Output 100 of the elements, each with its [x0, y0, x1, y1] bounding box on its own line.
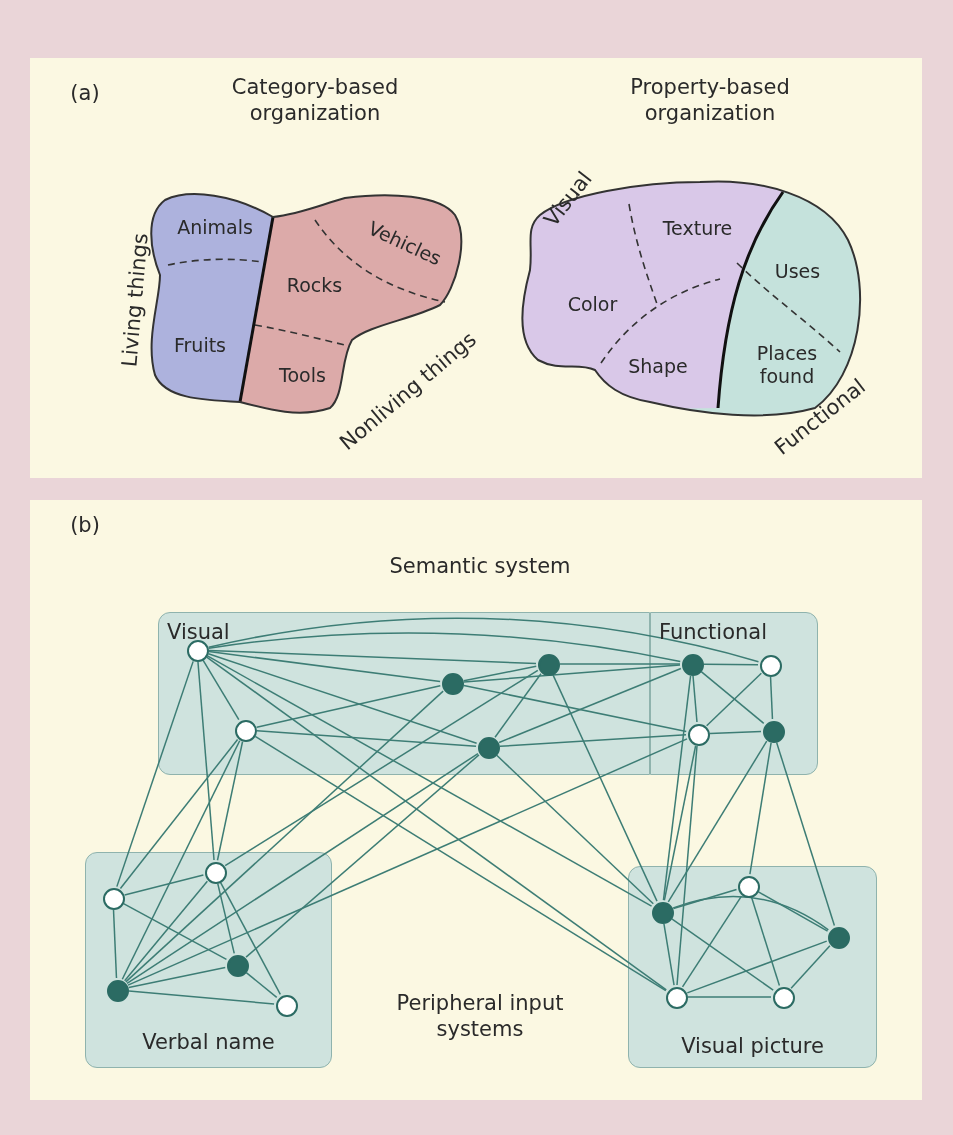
group-title: Verbal name	[141, 1029, 276, 1055]
network-node	[538, 654, 560, 676]
group-box	[85, 852, 332, 1068]
group-title: Functional	[659, 619, 768, 645]
region-label: Tools	[265, 360, 340, 390]
connector-line	[495, 754, 655, 905]
connector-line	[216, 741, 244, 861]
connector-line	[255, 684, 442, 729]
network-node	[763, 721, 785, 743]
region-label: Animals	[165, 212, 265, 242]
connector-line	[123, 874, 205, 896]
network-node	[103, 888, 125, 910]
connector-line	[127, 738, 688, 986]
connector-line	[208, 649, 537, 665]
group-box	[650, 612, 818, 775]
connector-line	[559, 663, 681, 665]
network-node	[227, 955, 249, 977]
group-box	[158, 612, 650, 775]
connector-line	[197, 661, 215, 861]
connector-line	[671, 918, 774, 991]
connector-line	[769, 676, 774, 720]
connector-line	[790, 945, 831, 989]
connector-line	[692, 675, 698, 723]
network-node	[738, 876, 760, 898]
connector-line	[202, 659, 240, 721]
connector-line	[112, 909, 118, 979]
connector-line	[205, 656, 668, 991]
network-node	[773, 987, 795, 1009]
connector-line	[208, 632, 681, 663]
connector-line	[687, 996, 772, 998]
connector-line	[667, 740, 768, 903]
network-node	[187, 640, 209, 662]
network-node	[205, 862, 227, 884]
connector-line	[217, 882, 235, 955]
connector-line	[219, 881, 282, 996]
connector-line	[750, 896, 781, 987]
connector-line	[121, 740, 241, 980]
network-node	[478, 737, 500, 759]
panel-letter: (a)	[69, 80, 101, 106]
connector-line	[676, 745, 698, 986]
panel-heading: Peripheral input systems	[395, 990, 565, 1042]
connector-line	[709, 730, 762, 735]
network-node	[652, 902, 674, 924]
connector-line	[703, 663, 759, 666]
connector-line	[123, 880, 209, 982]
region-label: Rocks	[272, 270, 357, 300]
connector-line	[116, 660, 194, 888]
connector-line	[128, 990, 275, 1005]
network-node	[442, 673, 464, 695]
network-node	[760, 655, 782, 677]
region-label: Texture	[650, 213, 745, 243]
panel-heading: Category-based organization	[230, 74, 400, 126]
network-node	[682, 654, 704, 676]
connector-line	[663, 745, 697, 901]
network-node	[107, 980, 129, 1002]
network-node	[666, 987, 688, 1009]
connector-line	[672, 888, 738, 910]
connector-line	[206, 655, 653, 907]
region-label: Shape	[622, 351, 694, 381]
connector-line	[463, 684, 687, 733]
connector-line	[463, 664, 681, 683]
region-label: Uses	[765, 256, 830, 286]
connector-line	[256, 730, 477, 747]
connector-line	[125, 690, 444, 983]
connector-line	[207, 653, 478, 744]
network-node	[828, 927, 850, 949]
panel-letter: (b)	[69, 512, 101, 538]
connector-line	[757, 891, 829, 932]
group-title: Visual	[167, 619, 230, 645]
connector-line	[686, 940, 828, 994]
connector-line	[494, 673, 542, 738]
connector-line	[207, 617, 760, 663]
connector-line	[775, 741, 836, 927]
connector-line	[224, 669, 539, 867]
axis-label: Living things	[116, 231, 154, 370]
connector-line	[681, 895, 743, 988]
network-node	[235, 720, 257, 742]
connector-line	[463, 665, 537, 682]
connector-line	[662, 675, 692, 901]
region-label: Color	[555, 289, 630, 319]
connector-line	[254, 735, 667, 992]
connector-line	[128, 966, 226, 989]
panel-heading: Property-based organization	[629, 74, 791, 126]
group-box	[628, 866, 877, 1068]
connector-line	[672, 895, 830, 931]
network-node	[276, 995, 298, 1017]
connector-line	[498, 667, 682, 744]
connector-line	[119, 738, 239, 890]
connector-line	[499, 734, 687, 747]
panel-heading: Semantic system	[388, 553, 572, 579]
connector-line	[122, 902, 228, 961]
connector-line	[552, 674, 658, 902]
connector-line	[245, 971, 278, 999]
connector-line	[126, 752, 479, 985]
region-label: Fruits	[160, 330, 240, 360]
group-title: Visual picture	[680, 1033, 825, 1059]
connector-line	[663, 923, 675, 986]
connector-line	[245, 754, 480, 958]
connector-line	[749, 742, 772, 875]
connector-line	[208, 650, 441, 683]
